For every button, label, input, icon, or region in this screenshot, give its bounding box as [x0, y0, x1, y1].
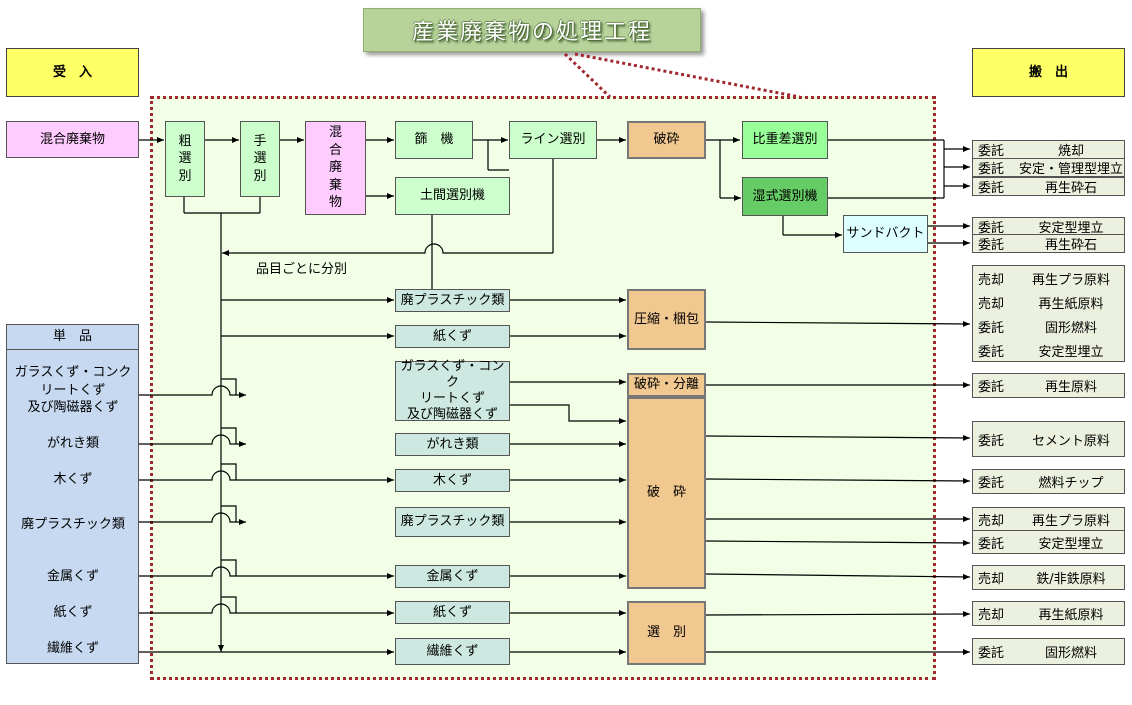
- line-sorting-box: ライン選別: [509, 121, 597, 159]
- output-method: 委託: [978, 221, 1005, 236]
- per-item-sort-label: 品目ごとに分別: [256, 262, 348, 277]
- box-char: 粗: [178, 133, 192, 149]
- output-destination: 鉄/非鉄原料: [1036, 572, 1106, 587]
- crush-box-top: 破砕: [627, 121, 706, 159]
- box-char: 選: [178, 151, 192, 167]
- output-destination: 再生原料: [1044, 380, 1097, 395]
- sorted-item-box: 廃プラスチック類: [395, 289, 510, 312]
- sorted-item-box: 廃プラスチック類: [395, 507, 510, 537]
- output-destination: 固形燃料: [1044, 646, 1097, 661]
- mixed-waste-box: 混 合 廃 棄 物: [305, 121, 366, 215]
- output-box: 委託 再生原料: [972, 373, 1125, 398]
- output-destination: 安定型埋立: [1038, 344, 1104, 360]
- box-char: 選: [253, 151, 267, 167]
- sorted-item-box: 繊維くず: [395, 638, 510, 665]
- single-item: 金属くず: [46, 569, 99, 584]
- single-item: 廃プラスチック類: [21, 517, 125, 532]
- output-method: 委託: [978, 433, 1005, 449]
- hand-sorting-box: 手 選 別: [240, 121, 280, 197]
- output-method: 委託: [978, 144, 1005, 159]
- crush-box-main: 破 砕: [627, 397, 706, 589]
- sieve-box: 篩 機: [395, 121, 473, 159]
- coarse-sorting-box: 粗 選 別: [165, 121, 205, 197]
- output-method: 委託: [978, 476, 1005, 491]
- ship-header: 搬 出: [972, 48, 1125, 97]
- single-item: ガラスくず・コンク リートくず 及び陶磁器くず: [14, 365, 132, 416]
- output-method: 委託: [978, 320, 1005, 336]
- single-items-panel: ガラスくず・コンク リートくず 及び陶磁器くず がれき類 木くず 廃プラスチック…: [6, 349, 139, 664]
- output-destination: 再生プラ原料: [1031, 272, 1110, 288]
- output-box: 委託安定・管理型埋立: [972, 158, 1125, 177]
- output-method: 委託: [978, 646, 1005, 661]
- output-destination: 再生砕石: [1044, 238, 1097, 253]
- mixed-waste-input: 混合廃棄物: [6, 121, 139, 158]
- output-destination: 安定・管理型埋立: [1018, 162, 1123, 177]
- gravity-sorting-box: 比重差選別: [742, 121, 828, 159]
- output-box: 委託 セメント原料: [972, 421, 1125, 457]
- output-destination: セメント原料: [1032, 433, 1110, 449]
- sorted-item-box: がれき類: [395, 433, 510, 456]
- box-char: 廃: [328, 160, 342, 176]
- sandback-box: サンドバクト: [843, 215, 928, 253]
- output-method: 委託: [978, 344, 1005, 360]
- output-method: 売却: [978, 572, 1005, 587]
- output-box: 売却 再生紙原料: [972, 601, 1125, 626]
- box-char: 物: [328, 195, 342, 211]
- output-destination: 安定型埋立: [1038, 221, 1104, 236]
- sorted-item-box: 金属くず: [395, 565, 510, 588]
- sort-box: 選 別: [627, 601, 706, 665]
- output-box: 委託 焼却: [972, 140, 1125, 159]
- output-box: 委託 燃料チップ: [972, 469, 1125, 494]
- output-method: 委託: [978, 162, 1005, 177]
- output-method: 委託: [978, 536, 1005, 552]
- output-destination: 安定型埋立: [1038, 536, 1104, 552]
- box-char: 合: [328, 142, 342, 158]
- output-box: 委託 安定型埋立: [972, 530, 1125, 554]
- output-destination: 再生紙原料: [1038, 296, 1104, 312]
- output-method: 売却: [978, 608, 1005, 623]
- output-box: 売却 鉄/非鉄原料: [972, 565, 1125, 590]
- output-method: 売却: [978, 513, 1005, 529]
- sorted-item-box: 木くず: [395, 469, 510, 492]
- wet-sorter-box: 湿式選別機: [742, 177, 828, 216]
- box-char: 混: [328, 125, 342, 141]
- box-char: 棄: [328, 177, 342, 193]
- diagram-title: 産業廃棄物の処理工程: [363, 8, 701, 52]
- output-destination: 再生砕石: [1044, 181, 1097, 196]
- box-char: 別: [253, 168, 267, 184]
- output-destination: 再生紙原料: [1038, 608, 1104, 623]
- output-destination: 燃料チップ: [1038, 476, 1104, 491]
- output-method: 委託: [978, 238, 1005, 253]
- output-method: 売却: [978, 272, 1005, 288]
- receive-header: 受 入: [6, 48, 139, 97]
- single-item: 紙くず: [53, 605, 93, 620]
- sorted-item-box: 紙くず: [395, 325, 510, 348]
- sorted-item-box: 紙くず: [395, 601, 510, 624]
- soil-sorter-box: 土間選別機: [395, 177, 510, 215]
- output-box-multi: 売却再生プラ原料 売却再生紙原料 委託固形燃料 委託安定型埋立: [972, 265, 1125, 362]
- single-item: 繊維くず: [46, 641, 99, 656]
- output-box: 委託 再生砕石: [972, 234, 1125, 253]
- output-destination: 再生プラ原料: [1031, 513, 1110, 529]
- output-box: 売却 再生プラ原料: [972, 507, 1125, 531]
- box-char: 別: [178, 168, 192, 184]
- output-method: 委託: [978, 181, 1005, 196]
- crush-separate-box: 破砕・分離: [627, 373, 706, 397]
- box-char: 手: [253, 133, 267, 149]
- output-destination: 固形燃料: [1044, 320, 1097, 336]
- single-item: 木くず: [53, 472, 93, 487]
- output-box: 委託 再生砕石: [972, 177, 1125, 196]
- output-method: 売却: [978, 296, 1005, 312]
- sorted-item-box: ガラスくず・コンク リートくず 及び陶磁器くず: [395, 359, 510, 422]
- output-method: 委託: [978, 380, 1005, 395]
- output-box: 委託 固形燃料: [972, 638, 1125, 665]
- output-destination: 焼却: [1057, 144, 1084, 159]
- compress-pack-box: 圧縮・梱包: [627, 289, 706, 350]
- single-item: がれき類: [46, 436, 99, 451]
